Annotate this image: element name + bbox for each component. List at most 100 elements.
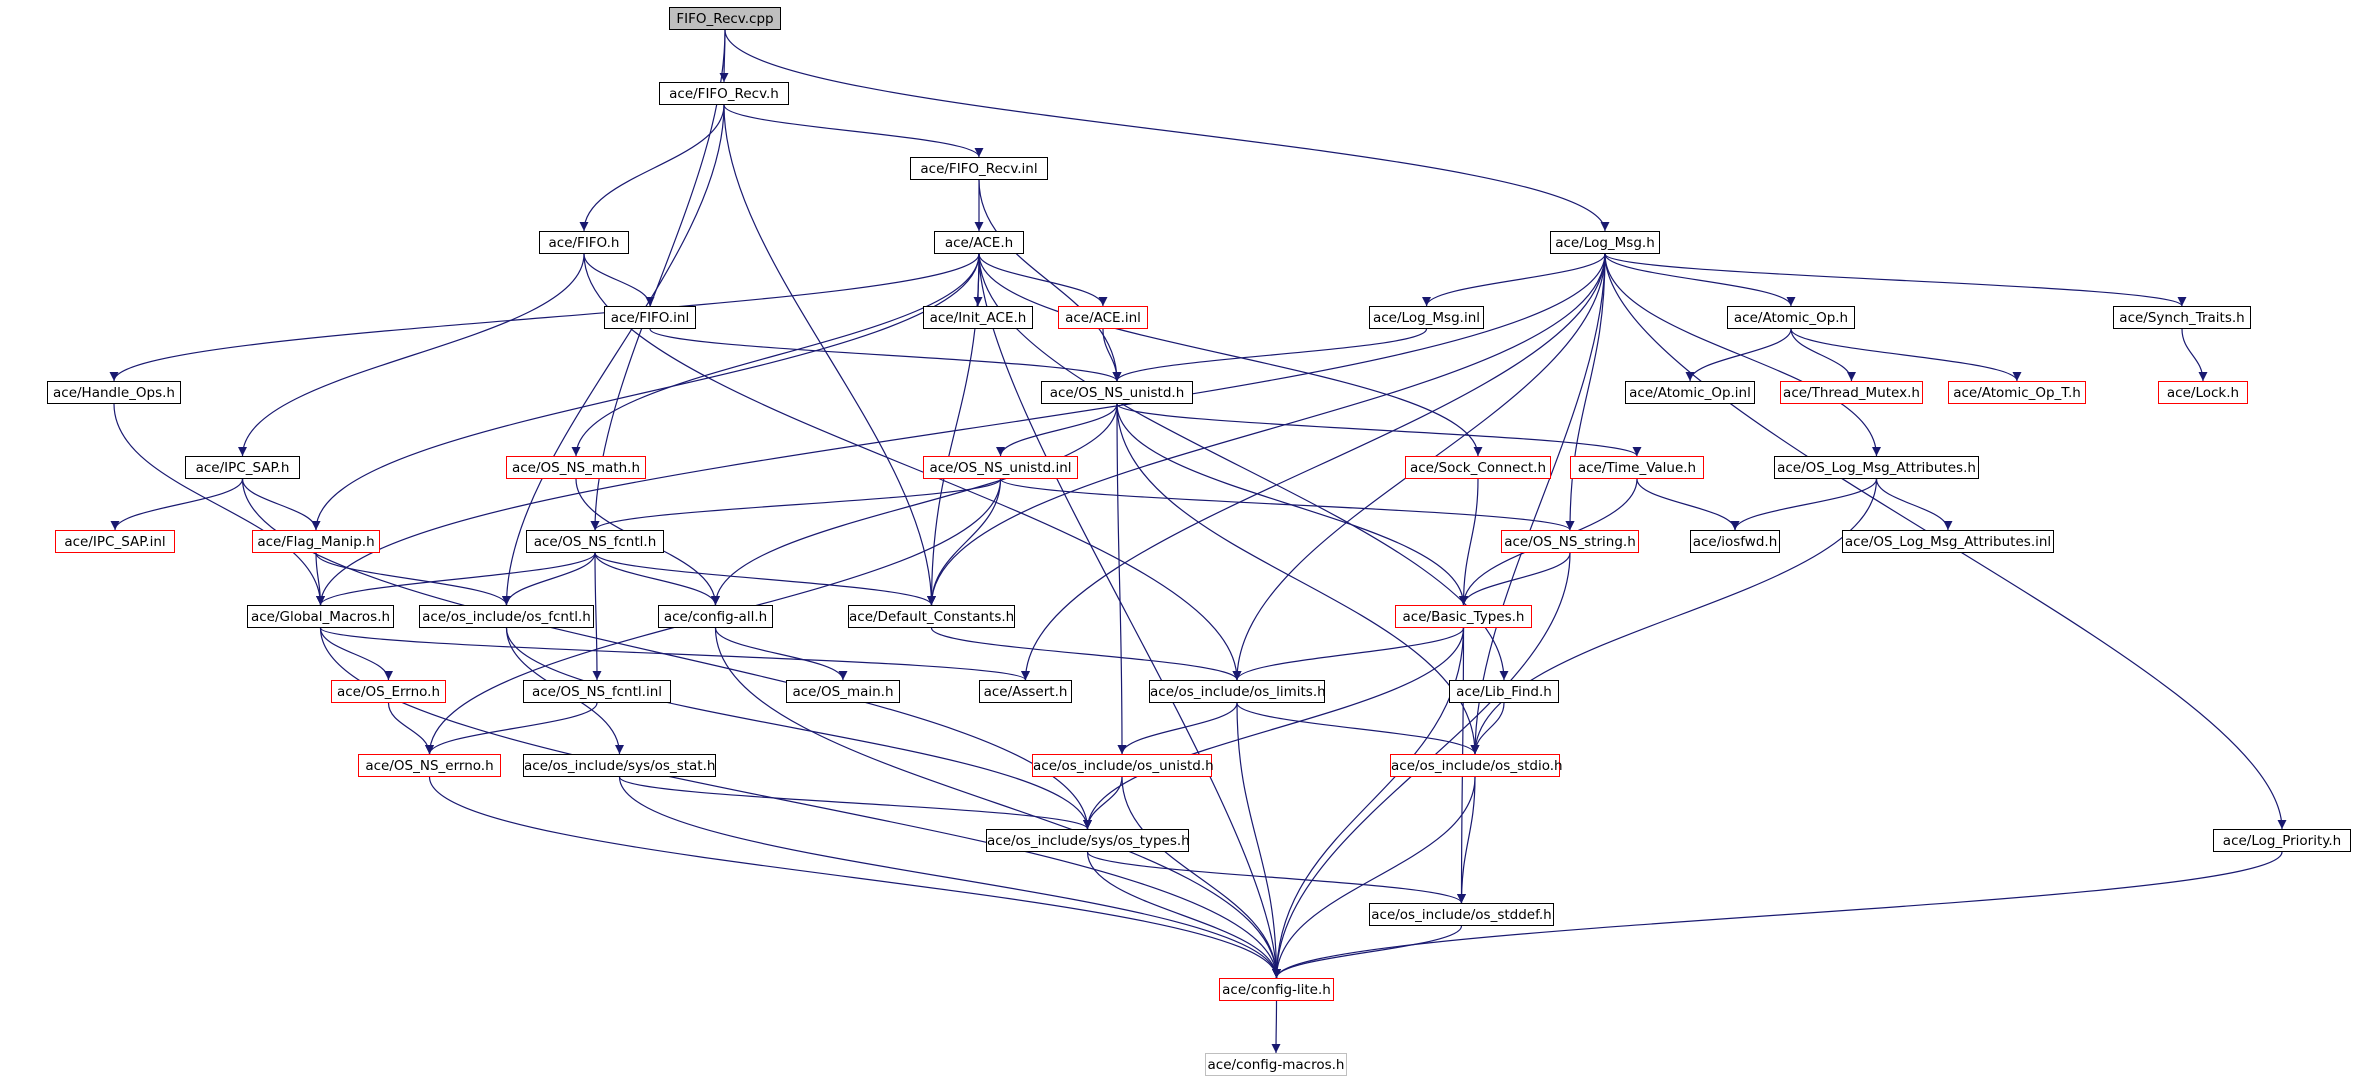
edge-fifo_recv_h-to-default_constants_h: [723, 104, 936, 606]
edge-os_ns_unistd_h-to-config_all_h: [711, 403, 1118, 606]
node-os-ns-unistd-inl[interactable]: ace/OS_NS_unistd.inl: [923, 456, 1078, 479]
node-os-main-h[interactable]: ace/OS_main.h: [786, 680, 900, 703]
edge-ace_h-to-os_ns_math_h: [571, 253, 980, 457]
node-log-msg-h[interactable]: ace/Log_Msg.h: [1550, 231, 1660, 254]
node-os-ns-fcntl-inl[interactable]: ace/OS_NS_fcntl.inl: [523, 680, 671, 703]
node-ace-h[interactable]: ace/ACE.h: [934, 231, 1024, 254]
node-os-log-msg-attributes-h[interactable]: ace/OS_Log_Msg_Attributes.h: [1774, 456, 1979, 479]
node-os-ns-errno-h[interactable]: ace/OS_NS_errno.h: [358, 754, 501, 777]
node-synch-traits-h[interactable]: ace/Synch_Traits.h: [2113, 306, 2251, 329]
edge-os_log_msg_attr_h-to-os_stdio_h: [1470, 478, 1878, 755]
edge-log_msg_h-to-atomic_op_h: [1604, 253, 1796, 307]
edge-os_include_os_fcntl_h-to-os_sys_types_h: [505, 627, 1092, 830]
edge-log_msg_inl-to-os_ns_unistd_h: [1112, 328, 1428, 382]
node-sock-connect-h[interactable]: ace/Sock_Connect.h: [1405, 456, 1551, 479]
node-fifo-h[interactable]: ace/FIFO.h: [539, 231, 629, 254]
node-os-include-os-stdio-h[interactable]: ace/os_include/os_stdio.h: [1390, 754, 1563, 777]
edge-log_msg_h-to-synch_traits_h: [1604, 253, 2187, 307]
edge-fifo_recv_h-to-os_include_os_fcntl_h: [502, 104, 725, 606]
node-fifo-recv-cpp[interactable]: FIFO_Recv.cpp: [669, 7, 781, 30]
edge-ipc_sap_h-to-flag_manip_h: [241, 478, 321, 531]
edge-os_stdio_h-to-config_lite_h: [1272, 776, 1476, 979]
edge-os_unistd_h-to-config_lite_h: [1121, 776, 1281, 979]
edge-os_sys_types_h-to-os_stddef_h: [1086, 851, 1466, 904]
edge-log_msg_h-to-global_macros_h: [316, 253, 1606, 606]
edge-os_ns_fcntl_h-to-os_ns_fcntl_inl: [592, 552, 602, 681]
node-os-include-os-stddef-h[interactable]: ace/os_include/os_stddef.h: [1369, 903, 1554, 926]
edge-sock_connect_h-to-basic_types_h: [1459, 478, 1479, 606]
node-fifo-inl[interactable]: ace/FIFO.inl: [604, 306, 696, 329]
node-os-ns-math-h[interactable]: ace/OS_NS_math.h: [506, 456, 646, 479]
node-assert-h[interactable]: ace/Assert.h: [979, 680, 1072, 703]
node-iosfwd-h[interactable]: ace/iosfwd.h: [1690, 530, 1780, 553]
edge-os_stdio_h-to-os_stddef_h: [1457, 776, 1476, 904]
edge-global_macros_h-to-assert_h: [319, 627, 1030, 681]
edge-config_all_h-to-config_lite_h: [714, 627, 1281, 979]
node-flag-manip-h[interactable]: ace/Flag_Manip.h: [252, 530, 380, 553]
node-log-priority-h[interactable]: ace/Log_Priority.h: [2213, 829, 2351, 852]
edge-os_stddef_h-to-config_lite_h: [1272, 925, 1463, 979]
node-config-macros-h[interactable]: ace/config-macros.h: [1205, 1053, 1347, 1076]
edge-config_lite_h-to-config_macros_h: [1271, 1000, 1281, 1054]
node-ace-inl[interactable]: ace/ACE.inl: [1058, 306, 1148, 329]
edge-atomic_op_h-to-thread_mutex_h: [1790, 328, 1856, 382]
edge-os_unistd_h-to-os_sys_types_h: [1083, 776, 1123, 830]
edge-fifo_recv_h-to-fifo_recv_inl: [723, 104, 984, 158]
edge-fifo_h-to-ipc_sap_h: [238, 253, 585, 457]
node-config-all-h[interactable]: ace/config-all.h: [658, 605, 773, 628]
edge-fifo_recv_h-to-fifo_h: [579, 104, 725, 232]
node-fifo-recv-h[interactable]: ace/FIFO_Recv.h: [659, 82, 789, 105]
node-ipc-sap-inl[interactable]: ace/IPC_SAP.inl: [55, 530, 175, 553]
node-atomic-op-t-h[interactable]: ace/Atomic_Op_T.h: [1948, 381, 2086, 404]
node-config-lite-h[interactable]: ace/config-lite.h: [1219, 978, 1334, 1001]
edge-os_sys_types_h-to-config_lite_h: [1086, 851, 1281, 979]
node-handle-ops-h[interactable]: ace/Handle_Ops.h: [47, 381, 181, 404]
node-atomic-op-h[interactable]: ace/Atomic_Op.h: [1727, 306, 1855, 329]
edge-os_ns_string_h-to-basic_types_h: [1459, 552, 1571, 606]
node-os-include-os-limits-h[interactable]: ace/os_include/os_limits.h: [1149, 680, 1326, 703]
node-os-include-os-fcntl-h[interactable]: ace/os_include/os_fcntl.h: [419, 605, 594, 628]
edge-ace_h-to-sock_connect_h: [978, 253, 1483, 457]
node-default-constants-h[interactable]: ace/Default_Constants.h: [848, 605, 1015, 628]
edge-log_priority_h-to-config_lite_h: [1272, 851, 2283, 979]
edge-lib_find_h-to-os_stdio_h: [1470, 702, 1505, 755]
node-os-log-msg-attributes-inl[interactable]: ace/OS_Log_Msg_Attributes.inl: [1842, 530, 2054, 553]
edge-default_constants_h-to-os_limits_h: [930, 627, 1242, 681]
edge-os_ns_unistd_inl-to-os_ns_string_h: [999, 478, 1575, 531]
edge-log_msg_h-to-os_ns_string_h: [1565, 253, 1606, 531]
edge-os_sys_stat_h-to-os_sys_types_h: [618, 776, 1092, 830]
edge-ace_h-to-flag_manip_h: [311, 253, 980, 531]
node-os-ns-unistd-h[interactable]: ace/OS_NS_unistd.h: [1041, 381, 1193, 404]
node-ipc-sap-h[interactable]: ace/IPC_SAP.h: [185, 456, 300, 479]
node-os-include-sys-os-types-h[interactable]: ace/os_include/sys/os_types.h: [986, 829, 1190, 852]
node-fifo-recv-inl[interactable]: ace/FIFO_Recv.inl: [910, 157, 1048, 180]
edge-os_limits_h-to-os_stdio_h: [1236, 702, 1480, 755]
edge-ace_h-to-handle_ops_h: [109, 253, 980, 382]
node-time-value-h[interactable]: ace/Time_Value.h: [1570, 456, 1704, 479]
edge-fifo_inl-to-os_ns_unistd_h: [649, 328, 1122, 382]
edge-log_msg_h-to-default_constants_h: [927, 253, 1606, 606]
edge-os_ns_unistd_h-to-time_value_h: [1116, 403, 1642, 457]
node-os-ns-string-h[interactable]: ace/OS_NS_string.h: [1501, 530, 1639, 553]
edge-atomic_op_h-to-atomic_op_inl: [1685, 328, 1792, 382]
node-log-msg-inl[interactable]: ace/Log_Msg.inl: [1369, 306, 1484, 329]
node-thread-mutex-h[interactable]: ace/Thread_Mutex.h: [1780, 381, 1923, 404]
edge-os_sys_stat_h-to-config_lite_h: [618, 776, 1281, 979]
node-lib-find-h[interactable]: ace/Lib_Find.h: [1449, 680, 1559, 703]
edge-os_ns_fcntl_h-to-global_macros_h: [316, 552, 596, 606]
node-os-ns-fcntl-h[interactable]: ace/OS_NS_fcntl.h: [526, 530, 664, 553]
node-os-include-sys-os-stat-h[interactable]: ace/os_include/sys/os_stat.h: [523, 754, 716, 777]
edge-os_log_msg_attr_h-to-os_log_msg_attr_inl: [1875, 478, 1953, 531]
node-atomic-op-inl[interactable]: ace/Atomic_Op.inl: [1625, 381, 1755, 404]
edge-ace_h-to-config_lite_h: [978, 253, 1281, 979]
edge-fifo_h-to-fifo_inl: [583, 253, 655, 307]
node-basic-types-h[interactable]: ace/Basic_Types.h: [1395, 605, 1532, 628]
node-os-errno-h[interactable]: ace/OS_Errno.h: [331, 680, 446, 703]
node-lock-h[interactable]: ace/Lock.h: [2158, 381, 2248, 404]
node-global-macros-h[interactable]: ace/Global_Macros.h: [247, 605, 394, 628]
edge-fifo_recv_cpp-to-log_msg_h: [724, 29, 1610, 232]
node-init-ace-h[interactable]: ace/Init_ACE.h: [923, 306, 1033, 329]
edge-ipc_sap_h-to-ipc_sap_inl: [110, 478, 244, 531]
node-os-include-os-unistd-h[interactable]: ace/os_include/os_unistd.h: [1032, 754, 1214, 777]
